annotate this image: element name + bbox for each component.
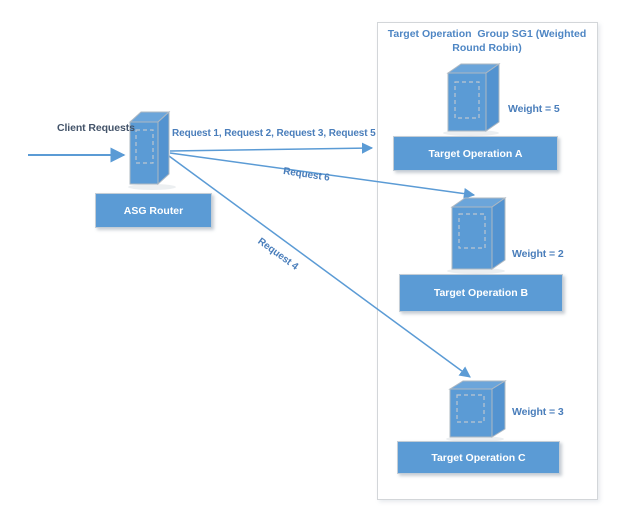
arrow-to-target-c: [168, 155, 471, 378]
target-group-title: Target Operation Group SG1 (Weighted Rou…: [387, 28, 590, 55]
asg-router-label-box: ASG Router: [95, 193, 212, 228]
arrow-to-target-b: [169, 152, 476, 200]
weight-label-b: Weight = 2: [512, 248, 564, 260]
target-operation-c-label-box: Target Operation C: [397, 441, 560, 474]
arrow-to-target-a: [169, 142, 374, 154]
server-icon-target-b: [447, 197, 507, 274]
server-icon-router: [128, 110, 176, 190]
arrow-label-requests-1-2-3-5: Request 1, Request 2, Request 3, Request…: [172, 128, 376, 139]
target-operation-b-label-box: Target Operation B: [399, 274, 563, 312]
weight-label-c: Weight = 3: [512, 406, 564, 418]
server-icon-target-a: [443, 63, 501, 136]
client-requests-label: Client Requests: [57, 122, 135, 134]
weight-label-a: Weight = 5: [508, 103, 560, 115]
target-operation-a-label-box: Target Operation A: [393, 136, 558, 171]
server-icon-target-c: [446, 380, 507, 442]
